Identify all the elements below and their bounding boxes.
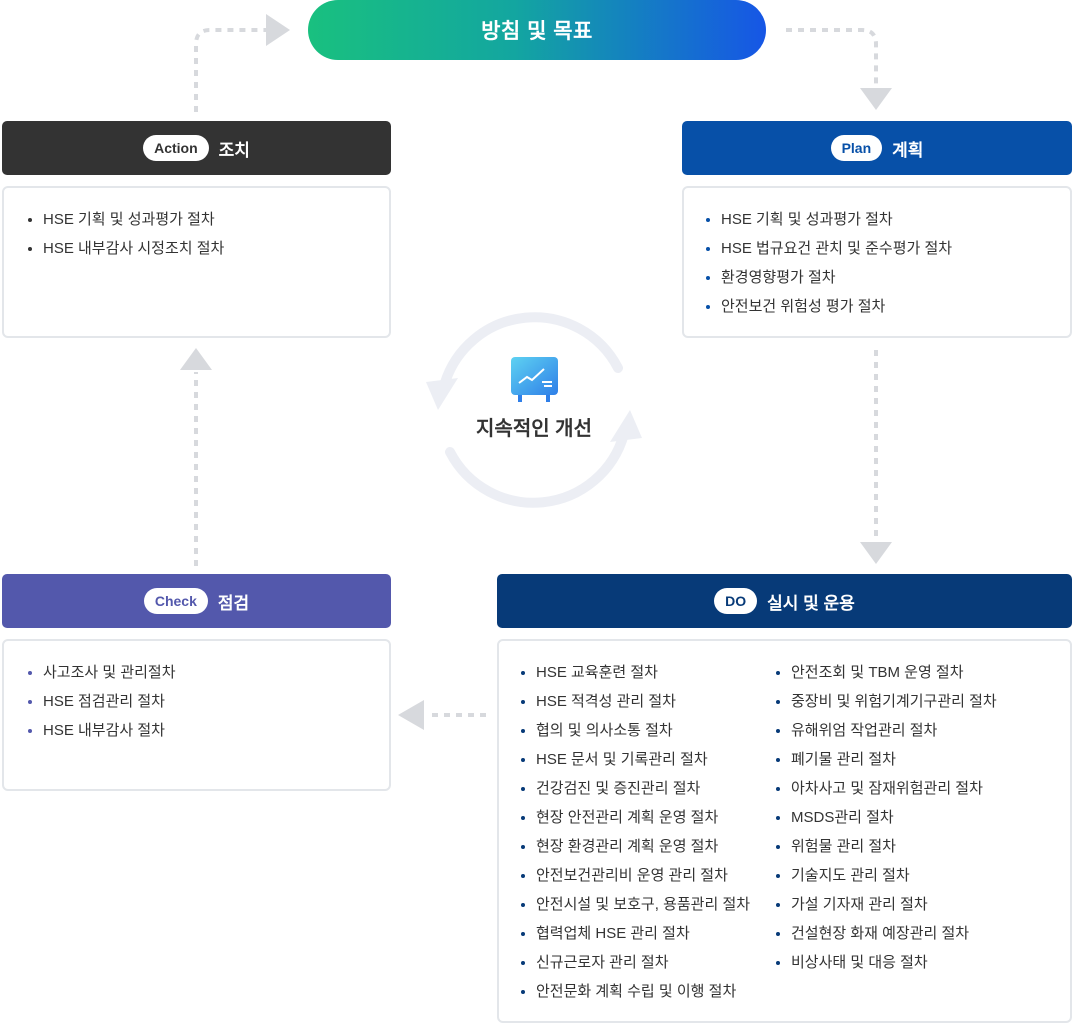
list-item: 안전조회 및 TBM 운영 절차 (776, 658, 997, 687)
list-item: 안전문화 계획 수립 및 이행 절차 (521, 977, 750, 1006)
list-item: HSE 법규요건 관치 및 준수평가 절차 (706, 234, 952, 263)
action-title: 조치 (218, 140, 250, 160)
do-header: DO 실시 및 운용 (497, 574, 1072, 628)
arrow-left-icon (398, 700, 424, 730)
list-item: 환경영향평가 절차 (706, 263, 952, 292)
action-header: Action 조치 (2, 121, 391, 175)
improvement-board-icon (511, 357, 558, 402)
list-item: MSDS관리 절차 (776, 803, 997, 832)
check-tag: Check (143, 588, 208, 614)
do-tag: DO (714, 588, 758, 614)
list-item: HSE 교육훈련 절차 (521, 658, 750, 687)
check-header: Check 점검 (2, 574, 391, 628)
plan-box: HSE 기획 및 성과평가 절차 HSE 법규요건 관치 및 준수평가 절차 환… (682, 186, 1072, 338)
list-item: HSE 내부감사 시정조치 절차 (28, 234, 224, 263)
list-item: HSE 기획 및 성과평가 절차 (706, 205, 952, 234)
policy-objectives-banner: 방침 및 목표 (308, 0, 766, 60)
list-item: 안전보건 위험성 평가 절차 (706, 292, 952, 321)
list-item: 가설 기자재 관리 절차 (776, 890, 997, 919)
policy-label: 방침 및 목표 (481, 20, 593, 43)
arrow-right-icon (266, 14, 290, 46)
plan-header: Plan 계획 (682, 121, 1072, 175)
check-list: 사고조사 및 관리절차 HSE 점검관리 절차 HSE 내부감사 절차 (28, 658, 176, 745)
continuous-improvement-label: 지속적인 개선 (476, 418, 592, 440)
cycle-arrow-head-icon (426, 378, 458, 410)
list-item: 건설현장 화재 예장관리 절차 (776, 919, 997, 948)
check-box: 사고조사 및 관리절차 HSE 점검관리 절차 HSE 내부감사 절차 (2, 639, 391, 791)
list-item: 안전보건관리비 운영 관리 절차 (521, 861, 750, 890)
do-title: 실시 및 운용 (767, 593, 855, 613)
list-item: HSE 적격성 관리 절차 (521, 687, 750, 716)
list-item: 현장 안전관리 계획 운영 절차 (521, 803, 750, 832)
arrow-down-icon (860, 542, 892, 564)
list-item: HSE 점검관리 절차 (28, 687, 176, 716)
action-tag: Action (143, 135, 209, 161)
cycle-arrow-head-icon (610, 410, 642, 442)
list-item: 기술지도 관리 절차 (776, 861, 997, 890)
action-list: HSE 기획 및 성과평가 절차 HSE 내부감사 시정조치 절차 (28, 205, 224, 263)
arrow-down-icon (860, 88, 892, 110)
list-item: 건강검진 및 증진관리 절차 (521, 774, 750, 803)
action-box: HSE 기획 및 성과평가 절차 HSE 내부감사 시정조치 절차 (2, 186, 391, 338)
list-item: HSE 내부감사 절차 (28, 716, 176, 745)
list-item: 폐기물 관리 절차 (776, 745, 997, 774)
arrow-up-icon (180, 348, 212, 370)
list-item: 안전시설 및 보호구, 용품관리 절차 (521, 890, 750, 919)
list-item: HSE 기획 및 성과평가 절차 (28, 205, 224, 234)
do-list-right: 안전조회 및 TBM 운영 절차 중장비 및 위험기계기구관리 절차 유해위엄 … (776, 658, 997, 977)
list-item: 위험물 관리 절차 (776, 832, 997, 861)
list-item: 사고조사 및 관리절차 (28, 658, 176, 687)
list-item: 아차사고 및 잠재위험관리 절차 (776, 774, 997, 803)
list-item: 중장비 및 위험기계기구관리 절차 (776, 687, 997, 716)
list-item: 협의 및 의사소통 절차 (521, 716, 750, 745)
plan-title: 계획 (892, 140, 924, 160)
cycle-arrows (426, 312, 642, 508)
list-item: 현장 환경관리 계획 운영 절차 (521, 832, 750, 861)
plan-tag: Plan (830, 135, 883, 161)
check-title: 점검 (217, 593, 250, 613)
list-item: 유해위엄 작업관리 절차 (776, 716, 997, 745)
list-item: 신규근로자 관리 절차 (521, 948, 750, 977)
do-list-left: HSE 교육훈련 절차 HSE 적격성 관리 절차 협의 및 의사소통 절차 H… (521, 658, 750, 1006)
list-item: 협력업체 HSE 관리 절차 (521, 919, 750, 948)
list-item: 비상사태 및 대응 절차 (776, 948, 997, 977)
do-box: HSE 교육훈련 절차 HSE 적격성 관리 절차 협의 및 의사소통 절차 H… (497, 639, 1072, 1023)
plan-list: HSE 기획 및 성과평가 절차 HSE 법규요건 관치 및 준수평가 절차 환… (706, 205, 952, 321)
list-item: HSE 문서 및 기록관리 절차 (521, 745, 750, 774)
